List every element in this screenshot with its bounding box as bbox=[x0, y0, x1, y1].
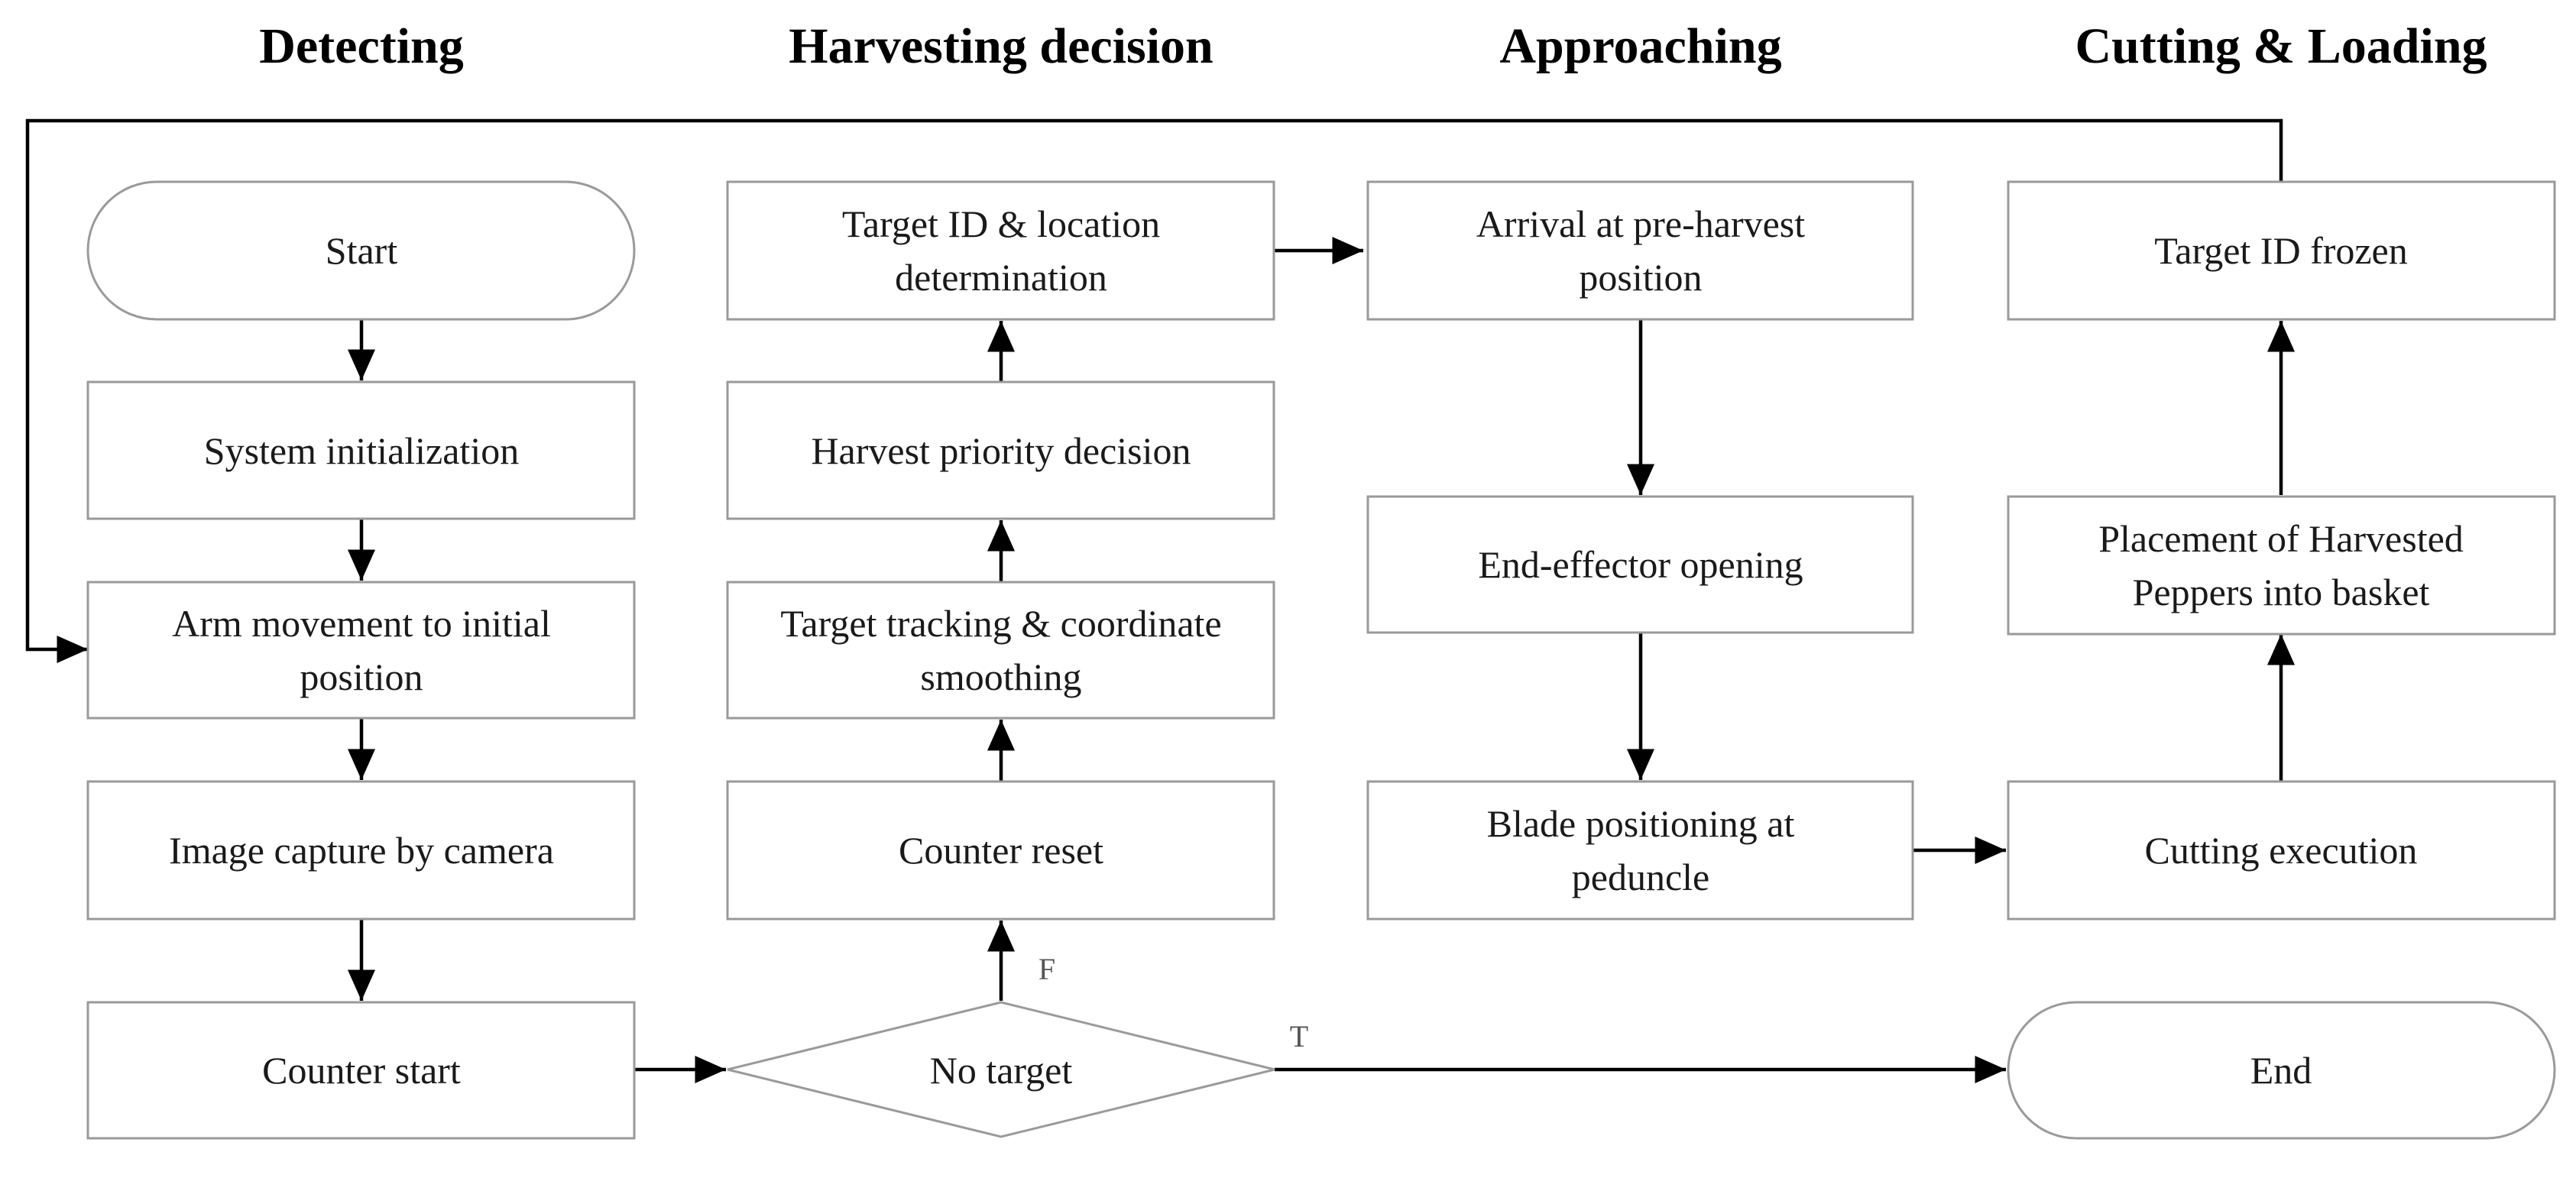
svg-text:Image capture by camera: Image capture by camera bbox=[169, 829, 554, 872]
arrow-loop-back-to-arm bbox=[25, 118, 2283, 663]
svg-text:End: End bbox=[2250, 1049, 2312, 1092]
header-approaching: Approaching bbox=[1499, 18, 1781, 74]
edge-label-true: T bbox=[1290, 1019, 1308, 1053]
node-counter-start: Counter start bbox=[86, 1001, 636, 1140]
svg-text:Counter reset: Counter reset bbox=[899, 829, 1103, 872]
node-label-line: Cutting execution bbox=[2145, 829, 2418, 872]
node-blade-positioning: Blade positioning at peduncle bbox=[1366, 780, 1914, 921]
node-label-line: End-effector opening bbox=[1478, 543, 1803, 586]
node-no-target-decision: No target bbox=[727, 1001, 1275, 1138]
svg-text:System initialization: System initialization bbox=[204, 429, 519, 472]
node-label-line: System initialization bbox=[204, 429, 519, 472]
header-detecting: Detecting bbox=[259, 18, 464, 74]
svg-text:Harvest priority decision: Harvest priority decision bbox=[811, 429, 1191, 472]
svg-text:End-effector opening: End-effector opening bbox=[1478, 543, 1803, 586]
node-label-line: peduncle bbox=[1572, 856, 1709, 898]
node-label-line: Placement of Harvested bbox=[2098, 517, 2464, 560]
node-arm-movement: Arm movement to initial position bbox=[86, 581, 636, 720]
node-label-line: Harvest priority decision bbox=[811, 429, 1191, 472]
node-target-id-location: Target ID & location determination bbox=[726, 180, 1275, 321]
node-label-line: determination bbox=[895, 256, 1107, 299]
node-label-line: End bbox=[2250, 1049, 2312, 1092]
node-counter-reset: Counter reset bbox=[726, 780, 1275, 921]
node-label-line: Target tracking & coordinate bbox=[780, 602, 1221, 645]
svg-text:Target ID frozen: Target ID frozen bbox=[2154, 229, 2408, 272]
node-label-line: Counter start bbox=[262, 1049, 461, 1092]
node-end-effector-opening: End-effector opening bbox=[1366, 495, 1914, 634]
svg-text:Counter start: Counter start bbox=[262, 1049, 461, 1092]
node-start: Start bbox=[86, 180, 636, 321]
node-label-line: Target ID & location bbox=[842, 202, 1160, 245]
node-target-tracking: Target tracking & coordinate smoothing bbox=[726, 581, 1275, 720]
node-label-line: Counter reset bbox=[899, 829, 1103, 872]
node-image-capture: Image capture by camera bbox=[86, 780, 636, 921]
node-label-line: Arm movement to initial bbox=[172, 602, 551, 645]
header-cutting-loading: Cutting & Loading bbox=[2075, 18, 2487, 74]
node-label-line: position bbox=[300, 655, 423, 698]
node-cutting-execution: Cutting execution bbox=[2007, 780, 2556, 921]
connectors bbox=[25, 118, 2295, 1083]
node-harvest-priority: Harvest priority decision bbox=[726, 380, 1275, 520]
node-label-line: Image capture by camera bbox=[169, 829, 554, 872]
svg-text:Start: Start bbox=[326, 229, 398, 272]
node-label-line: position bbox=[1579, 256, 1702, 299]
node-label-line: No target bbox=[930, 1049, 1073, 1092]
node-label-line: Blade positioning at bbox=[1487, 802, 1795, 845]
node-label-line: Start bbox=[326, 229, 398, 272]
node-arrival-pre-harvest: Arrival at pre-harvest position bbox=[1366, 180, 1914, 321]
svg-text:No target: No target bbox=[930, 1049, 1073, 1092]
node-target-id-frozen: Target ID frozen bbox=[2007, 180, 2556, 321]
node-end: End bbox=[2007, 1001, 2556, 1140]
node-label-line: smoothing bbox=[920, 655, 1081, 698]
svg-text:Cutting execution: Cutting execution bbox=[2145, 829, 2418, 872]
node-label-line: Target ID frozen bbox=[2154, 229, 2408, 272]
header-harvesting-decision: Harvesting decision bbox=[789, 18, 1213, 74]
node-label-line: Arrival at pre-harvest bbox=[1476, 202, 1805, 245]
edge-label-false: F bbox=[1039, 952, 1055, 986]
node-system-initialization: System initialization bbox=[86, 380, 636, 520]
node-label-line: Peppers into basket bbox=[2133, 571, 2430, 613]
